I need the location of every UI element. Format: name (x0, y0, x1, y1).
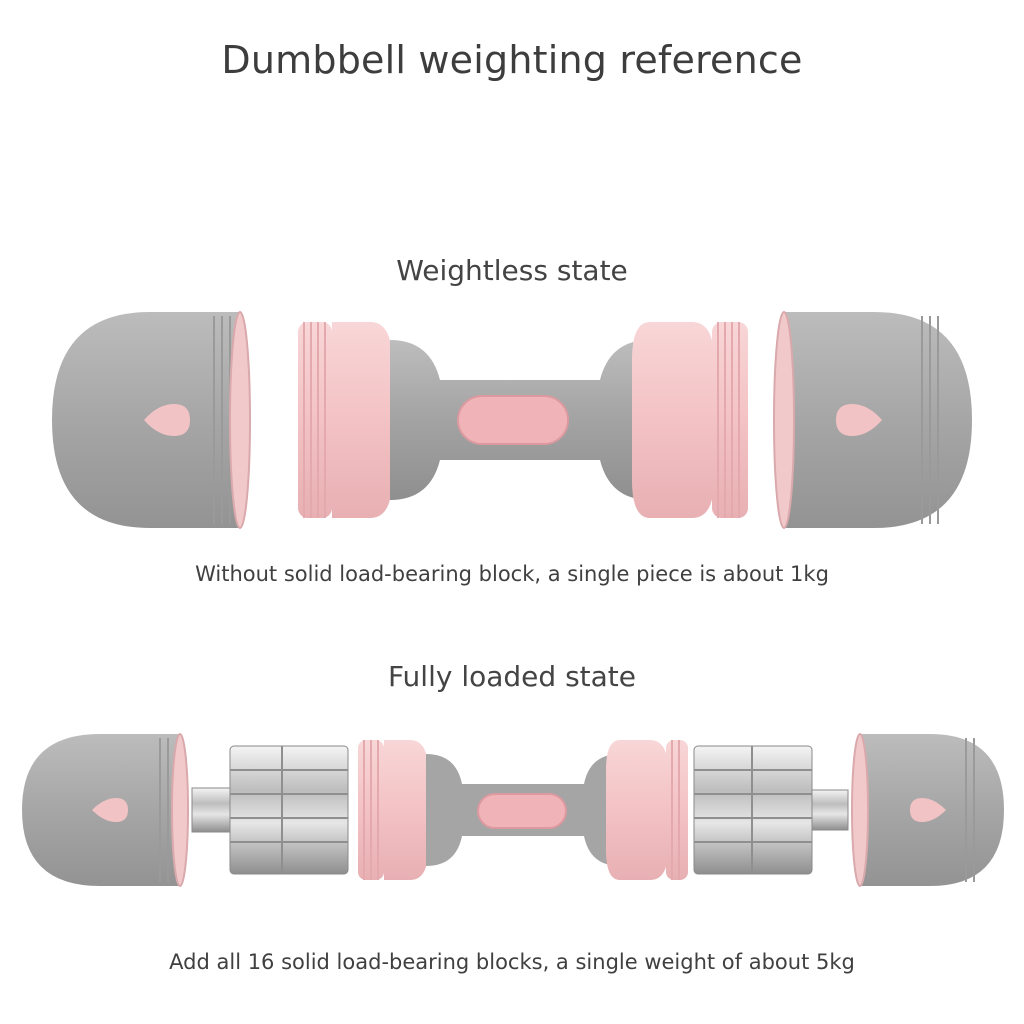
right-end-cap (851, 733, 1004, 887)
handle (426, 754, 620, 866)
drop-icon (836, 404, 882, 436)
drop-icon (92, 798, 128, 822)
right-threaded-ring (632, 322, 748, 518)
left-end-cap (52, 311, 251, 529)
left-weight-blocks (191, 745, 349, 875)
weightless-dumbbell-illustration (52, 311, 972, 529)
grip-pad (477, 793, 567, 829)
grip-pad (457, 395, 569, 445)
drop-icon (910, 798, 946, 822)
loaded-caption: Add all 16 solid load-bearing blocks, a … (169, 950, 855, 974)
right-end-cap (773, 311, 972, 529)
left-end-cap (22, 733, 189, 887)
drop-icon (144, 404, 190, 436)
weightless-caption: Without solid load-bearing block, a sing… (195, 562, 829, 586)
loaded-heading: Fully loaded state (387, 660, 637, 693)
weightless-heading: Weightless state (396, 254, 628, 287)
loaded-dumbbell-illustration (22, 733, 1004, 887)
right-weight-blocks (693, 745, 849, 875)
handle (390, 340, 650, 500)
left-threaded-ring (358, 740, 428, 880)
left-threaded-ring (298, 322, 392, 518)
right-threaded-ring (606, 740, 688, 880)
page-title: Dumbbell weighting reference (221, 38, 803, 82)
